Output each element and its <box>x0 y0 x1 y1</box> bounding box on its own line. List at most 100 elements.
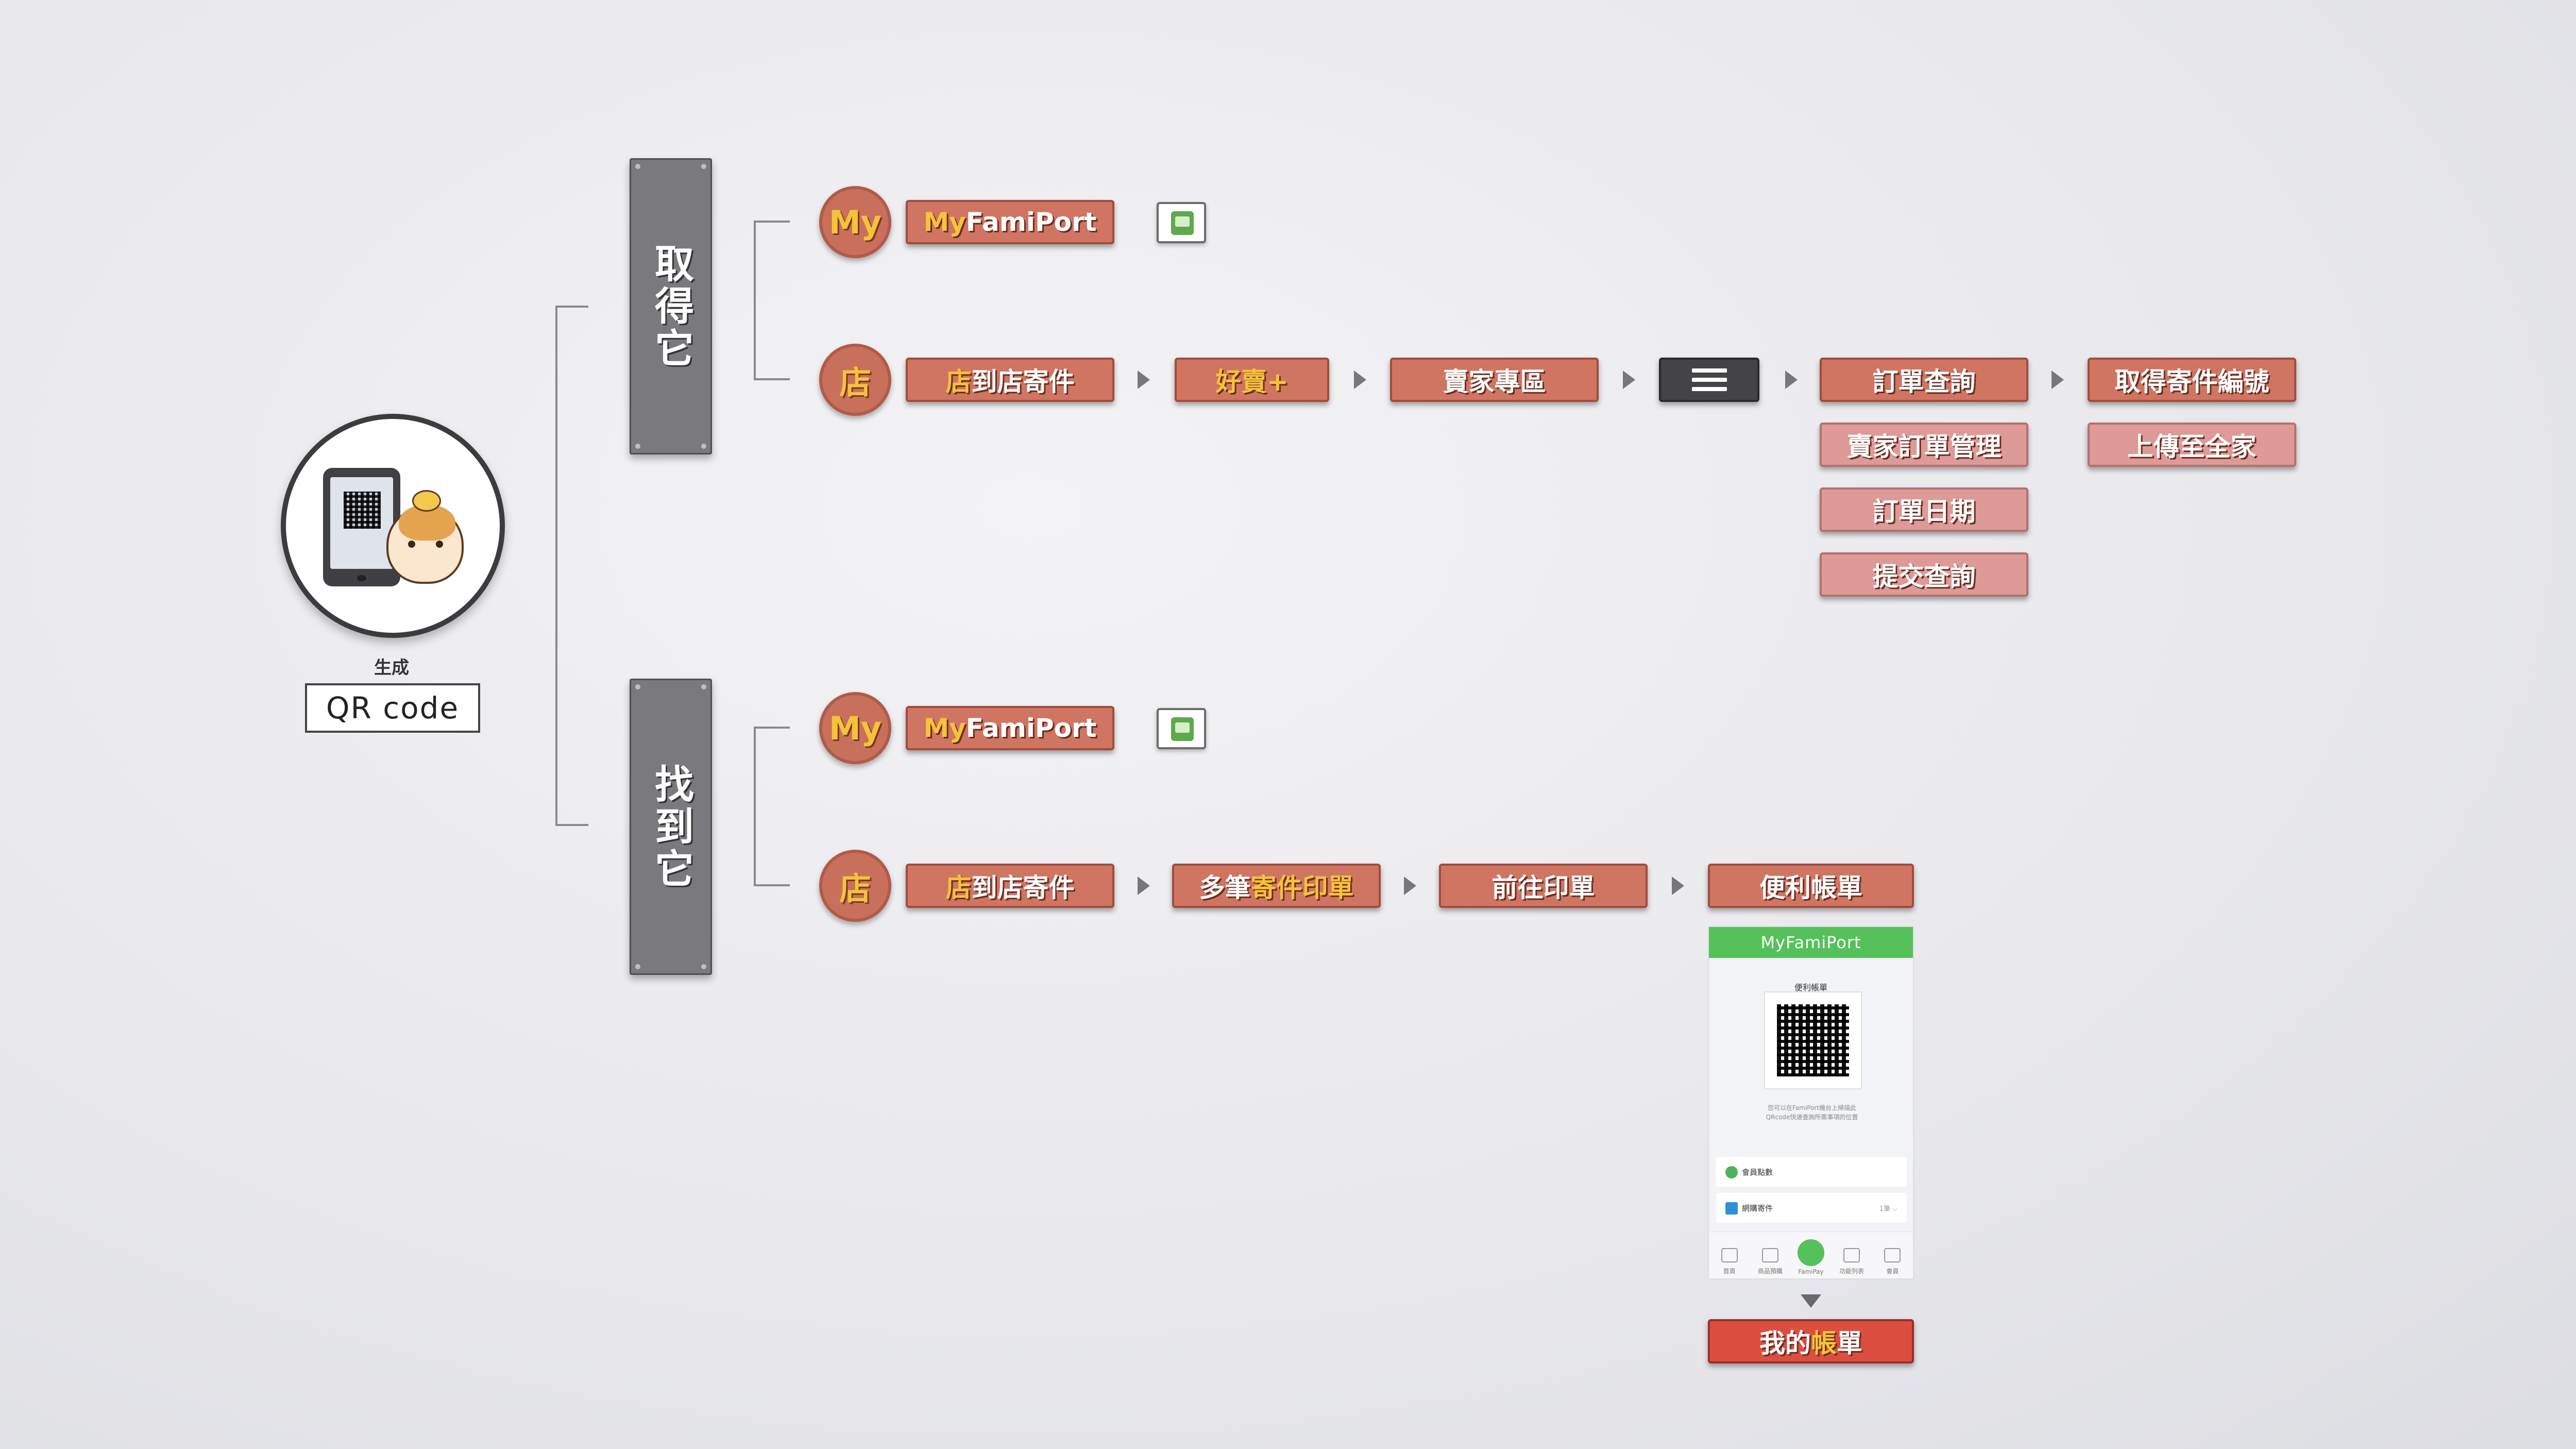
category-get-it-label: 取得它 <box>648 243 694 370</box>
haomai-plus-button[interactable]: 好賣+ <box>1175 358 1329 402</box>
store-badge: 店 <box>819 344 891 416</box>
order-query-label: 訂單查詢 <box>1872 367 1976 397</box>
store-to-store-prefix: 店 <box>945 873 972 903</box>
store-to-store-suffix: 到店寄件 <box>971 367 1075 397</box>
seller-order-management-button[interactable]: 賣家訂單管理 <box>1820 423 2028 467</box>
store-to-store-button[interactable]: 店到店寄件 <box>906 358 1114 402</box>
chick-icon <box>412 490 441 512</box>
online-shipping-label: 網購寄件 <box>1742 1203 1773 1213</box>
member-points-row[interactable]: 會員點數 <box>1716 1157 1907 1187</box>
my-famiport-suffix: FamiPort <box>965 713 1097 743</box>
my-bill-part1: 我的 <box>1759 1328 1811 1358</box>
connector-g1-vertical <box>754 221 756 380</box>
multi-print-part2: 寄件 <box>1250 873 1302 903</box>
grid-icon <box>1843 1248 1860 1262</box>
nav-home[interactable]: 首頁 <box>1714 1248 1745 1275</box>
shop-icon <box>1761 1248 1778 1262</box>
category-find-it-label: 找到它 <box>648 763 694 890</box>
store-badge: 店 <box>819 850 891 922</box>
my-badge: My <box>819 692 891 764</box>
connector-root-vertical <box>555 306 557 826</box>
my-bill-part3: 單 <box>1837 1328 1862 1358</box>
submit-query-label: 提交查詢 <box>1872 562 1976 592</box>
famipay-icon <box>1797 1239 1824 1266</box>
hamburger-menu-icon <box>1691 368 1727 391</box>
my-famiport-button[interactable]: My FamiPort <box>906 200 1114 244</box>
connector-root-top <box>555 306 588 308</box>
arrow-right-icon <box>1623 370 1635 389</box>
online-shipping-count: 1筆 ⌵ <box>1879 1205 1897 1213</box>
multi-print-part1: 多筆 <box>1199 873 1251 903</box>
app-subtitle: 便利帳單 <box>1794 983 1827 992</box>
app-note: 您可以在FamiPort機台上掃描此 QRcode快速查詢所需事項的位置 <box>1740 1103 1884 1122</box>
order-date-label: 訂單日期 <box>1872 497 1976 527</box>
multi-print-part3: 印單 <box>1302 873 1354 903</box>
nav-preorder[interactable]: 商品預購 <box>1755 1248 1786 1275</box>
store-to-store-suffix: 到店寄件 <box>971 873 1075 903</box>
arrow-right-icon <box>1672 877 1684 895</box>
famiport-machine-icon <box>1157 708 1206 749</box>
generate-caption: 生成 <box>374 658 409 678</box>
home-icon <box>1721 1248 1738 1262</box>
connector-root-bottom <box>555 824 588 826</box>
connector-g2-top <box>754 727 790 729</box>
member-icon <box>1884 1248 1901 1262</box>
qr-illustration <box>281 414 505 638</box>
my-bill-part2: 帳 <box>1811 1328 1837 1358</box>
seller-zone-label: 賣家專區 <box>1443 367 1546 397</box>
app-bottom-nav: 首頁 商品預購 FamiPay 功能列表 會員 <box>1709 1232 1913 1278</box>
my-famiport-suffix: FamiPort <box>965 207 1097 237</box>
nav-functions[interactable]: 功能列表 <box>1836 1248 1867 1275</box>
app-note-line2: QRcode快速查詢所需事項的位置 <box>1766 1114 1858 1121</box>
qr-code-label: QR code <box>305 683 480 733</box>
arrow-down-icon <box>1801 1294 1821 1308</box>
category-get-it: 取得它 <box>630 158 712 454</box>
upload-to-family-label: 上傳至全家 <box>2127 432 2257 462</box>
go-print-button[interactable]: 前往印單 <box>1439 864 1648 908</box>
phone-icon <box>323 468 400 586</box>
connector-g1-bottom <box>754 378 790 380</box>
seller-zone-button[interactable]: 賣家專區 <box>1390 358 1599 402</box>
app-header: MyFamiPort <box>1709 927 1913 958</box>
go-print-label: 前往印單 <box>1492 873 1595 903</box>
arrow-right-icon <box>1138 370 1150 389</box>
qr-code-icon <box>344 492 381 529</box>
app-note-line1: 您可以在FamiPort機台上掃描此 <box>1768 1104 1856 1111</box>
get-shipping-number-label: 取得寄件編號 <box>2114 367 2269 397</box>
arrow-right-icon <box>1354 370 1366 389</box>
connector-g1-top <box>754 221 790 223</box>
online-shipping-row[interactable]: 網購寄件 1筆 ⌵ <box>1716 1193 1907 1223</box>
seller-order-management-label: 賣家訂單管理 <box>1846 432 2002 462</box>
member-points-label: 會員點數 <box>1742 1167 1773 1177</box>
nav-famipay[interactable]: FamiPay <box>1795 1239 1826 1275</box>
connector-g2-vertical <box>754 727 756 886</box>
order-date-button[interactable]: 訂單日期 <box>1820 487 2028 532</box>
upload-to-family-button[interactable]: 上傳至全家 <box>2088 423 2296 467</box>
menu-button[interactable] <box>1659 358 1759 402</box>
my-bill-button[interactable]: 我的帳單 <box>1708 1319 1914 1363</box>
my-famiport-button[interactable]: My FamiPort <box>906 706 1114 750</box>
nav-member[interactable]: 會員 <box>1877 1248 1908 1275</box>
myfamiport-app-screenshot: MyFamiPort 便利帳單 您可以在FamiPort機台上掃描此 QRcod… <box>1708 926 1914 1279</box>
submit-query-button[interactable]: 提交查詢 <box>1820 552 2028 597</box>
order-query-button[interactable]: 訂單查詢 <box>1820 358 2028 402</box>
convenience-bill-button[interactable]: 便利帳單 <box>1708 864 1914 908</box>
multi-print-button[interactable]: 多筆寄件印單 <box>1172 864 1381 908</box>
get-shipping-number-button[interactable]: 取得寄件編號 <box>2088 358 2296 402</box>
connector-g2-bottom <box>754 884 790 886</box>
my-famiport-prefix: My <box>923 713 966 743</box>
arrow-right-icon <box>1785 370 1798 389</box>
gift-icon <box>1725 1202 1738 1215</box>
convenience-bill-label: 便利帳單 <box>1759 873 1862 903</box>
arrow-right-icon <box>2052 370 2064 389</box>
famiport-machine-icon <box>1157 202 1206 243</box>
hamster-mascot-icon <box>386 504 464 584</box>
haomai-plus-label: 好賣+ <box>1215 367 1289 397</box>
app-qr-code <box>1764 991 1862 1089</box>
store-to-store-prefix: 店 <box>945 367 972 397</box>
store-to-store-button[interactable]: 店到店寄件 <box>906 864 1114 908</box>
arrow-right-icon <box>1404 877 1416 895</box>
my-famiport-prefix: My <box>923 207 966 237</box>
points-icon <box>1725 1166 1738 1178</box>
category-find-it: 找到它 <box>630 679 712 975</box>
